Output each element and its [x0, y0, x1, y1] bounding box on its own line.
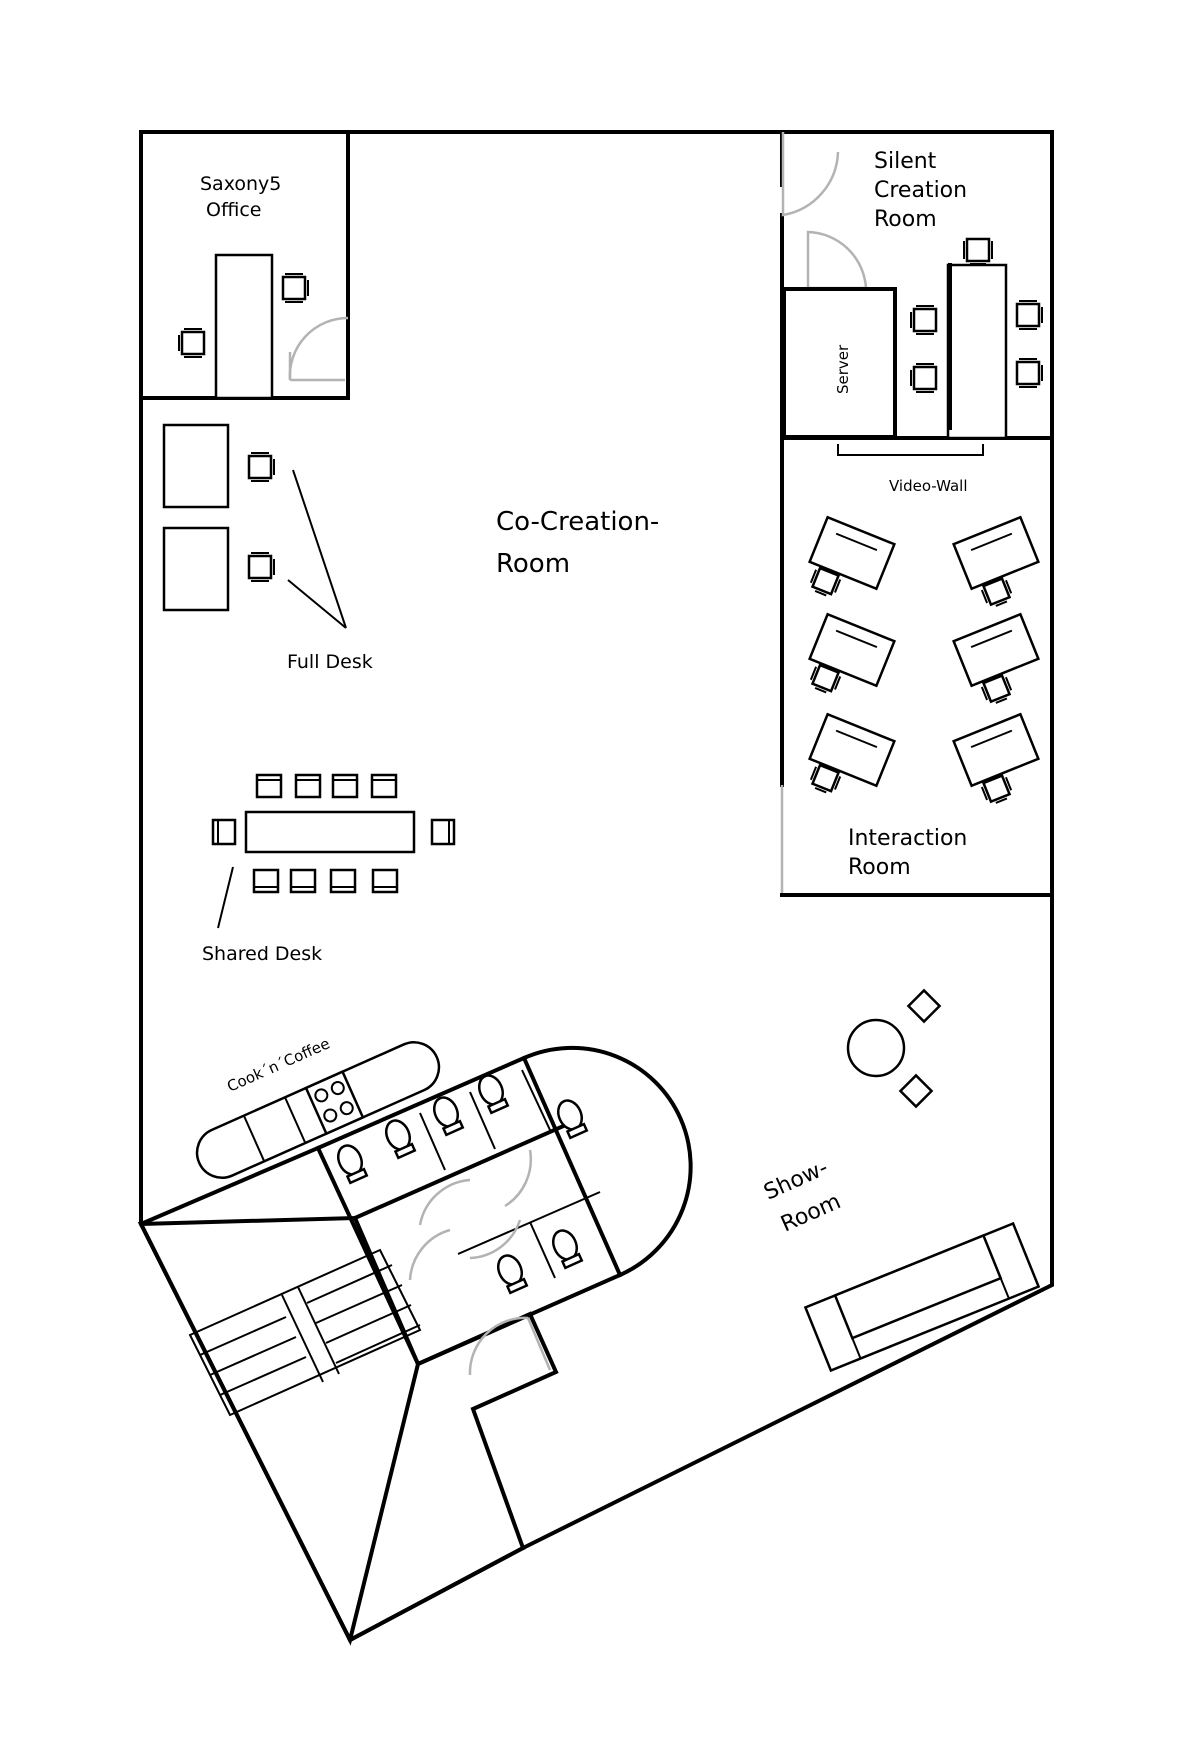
silent-room-label: Room	[874, 207, 937, 232]
server-door	[806, 230, 868, 290]
office-chair	[177, 327, 206, 359]
silent-chair	[909, 304, 938, 336]
saxony5-office-label: Saxony5	[200, 173, 281, 195]
co-creation-room-label: Co-Creation-	[496, 507, 659, 537]
workstation	[952, 613, 1049, 711]
desk-chair	[247, 551, 276, 583]
silent-room-label: Silent	[874, 149, 937, 174]
full-desk-label: Full Desk	[287, 651, 373, 673]
interaction-room	[780, 436, 1054, 897]
workstation	[952, 516, 1049, 614]
silent-chair	[909, 362, 938, 394]
silent-room-label: Creation	[874, 178, 967, 203]
round-table	[846, 1018, 906, 1078]
workstation	[952, 713, 1049, 811]
server-label: Server	[834, 344, 852, 394]
shared-desk-area	[211, 773, 456, 929]
shared-desk	[244, 810, 416, 854]
kitchen-counter	[195, 1041, 441, 1179]
interaction-room-label: Interaction	[848, 826, 967, 851]
full-desk	[162, 526, 230, 612]
video-wall	[837, 444, 984, 456]
workstation	[799, 713, 896, 811]
silent-chair	[962, 237, 994, 266]
server-room	[782, 287, 897, 439]
silent-room-door	[781, 132, 840, 217]
silent-chair	[1015, 357, 1044, 389]
saxony5-office-label: Office	[206, 199, 261, 221]
office-desk	[214, 253, 274, 400]
sofa	[803, 1221, 1041, 1373]
workstation	[799, 613, 896, 711]
interaction-room-label: Room	[848, 855, 911, 880]
silent-desk	[946, 263, 1008, 440]
office-door	[288, 316, 349, 381]
co-creation-room-label: Room	[496, 549, 570, 579]
show-room-furniture	[803, 988, 1041, 1373]
stairwell	[137, 1215, 559, 1646]
restroom-block	[138, 1045, 693, 1367]
full-desk-area	[162, 423, 347, 629]
video-wall-label: Video-Wall	[889, 477, 968, 495]
workstation	[799, 516, 896, 614]
full-desk	[162, 423, 230, 509]
silent-chair	[1015, 299, 1044, 331]
desk-chair	[247, 451, 276, 483]
office-chair	[281, 272, 310, 304]
shared-desk-label: Shared Desk	[202, 943, 322, 965]
saxony5-office	[139, 130, 350, 400]
